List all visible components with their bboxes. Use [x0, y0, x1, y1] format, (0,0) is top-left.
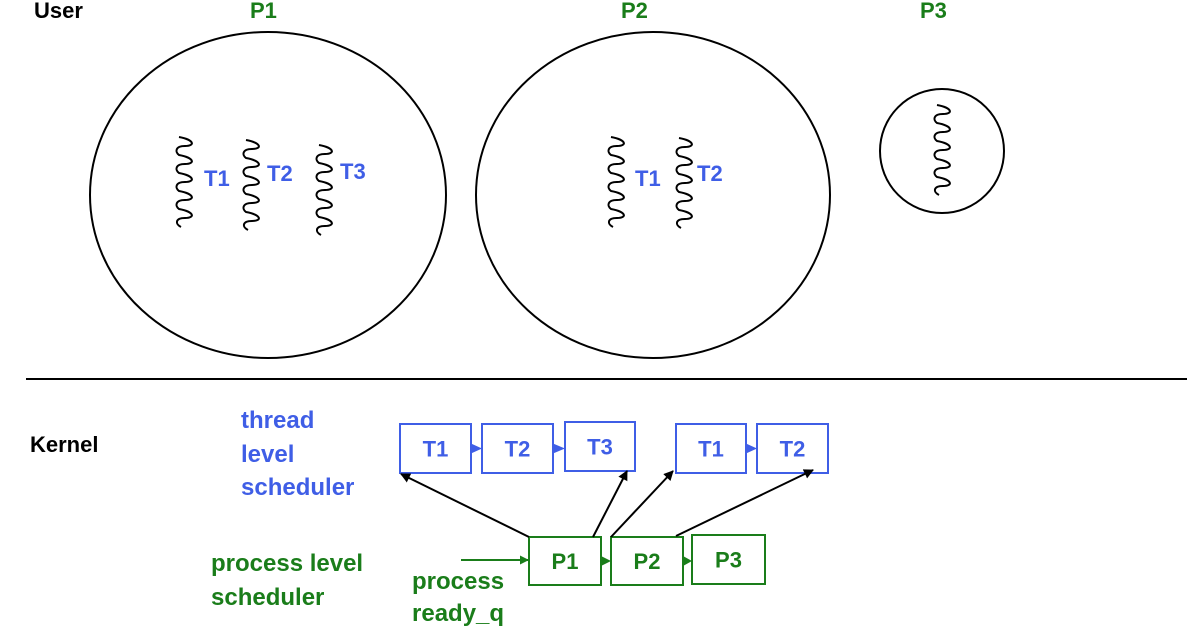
process-queue-label: P2	[634, 549, 661, 574]
arrow-p1-to-t1	[400, 473, 530, 538]
arrow-p2-to-t2	[675, 469, 814, 537]
process-p3-circle	[879, 88, 1005, 214]
thread-queue-label: T3	[587, 435, 613, 460]
p2-thread-t2-label: T2	[697, 161, 723, 186]
thread-queue-link-arrow	[471, 443, 482, 454]
process-queue-link-arrow	[601, 556, 611, 566]
process-p2-circle	[475, 31, 831, 359]
process-queue-label: P3	[715, 548, 742, 573]
thread-squiggle-p2-t1	[607, 136, 625, 228]
arrow-p2-to-t1	[610, 470, 674, 538]
thread-squiggle-p1-t1	[175, 136, 193, 228]
thread-queue-link-arrow	[553, 443, 565, 454]
thread-squiggle-p1-t3	[315, 144, 333, 236]
process-queue-box	[528, 536, 602, 586]
thread-squiggle-p3	[933, 104, 951, 196]
process-queue-link-arrow	[683, 556, 692, 566]
thread-squiggle-p1-t2	[242, 139, 260, 231]
thread-scheduler-label: thread level scheduler	[241, 407, 354, 501]
thread-queue-box	[675, 423, 747, 474]
p1-thread-t3-label: T3	[340, 159, 366, 184]
ready-queue-label: process ready_q	[412, 568, 511, 627]
user-space-label: User	[34, 0, 83, 23]
process-p1-circle	[89, 31, 447, 359]
thread-queue-label: T1	[423, 437, 449, 462]
process-p2-label: P2	[621, 0, 648, 23]
process-queue-box	[691, 534, 766, 585]
p1-thread-t1-label: T1	[204, 166, 230, 191]
process-queue-label: P1	[552, 549, 579, 574]
process-p1-label: P1	[250, 0, 277, 23]
p1-thread-t2-label: T2	[267, 161, 293, 186]
thread-queue-link-arrow	[746, 443, 757, 454]
thread-queue-label: T1	[698, 437, 724, 462]
thread-queue-label: T2	[780, 437, 806, 462]
thread-queue-label: T2	[505, 437, 531, 462]
thread-queue-box	[564, 421, 636, 472]
process-p3-label: P3	[920, 0, 947, 23]
thread-queue-box	[399, 423, 472, 474]
kernel-space-label: Kernel	[30, 432, 98, 457]
process-scheduler-label: process level scheduler	[211, 550, 370, 611]
thread-queue-box	[756, 423, 829, 474]
process-queue-box	[610, 536, 684, 586]
thread-squiggle-p2-t2	[675, 137, 693, 229]
arrow-p1-to-t3	[592, 470, 628, 538]
p2-thread-t1-label: T1	[635, 166, 661, 191]
